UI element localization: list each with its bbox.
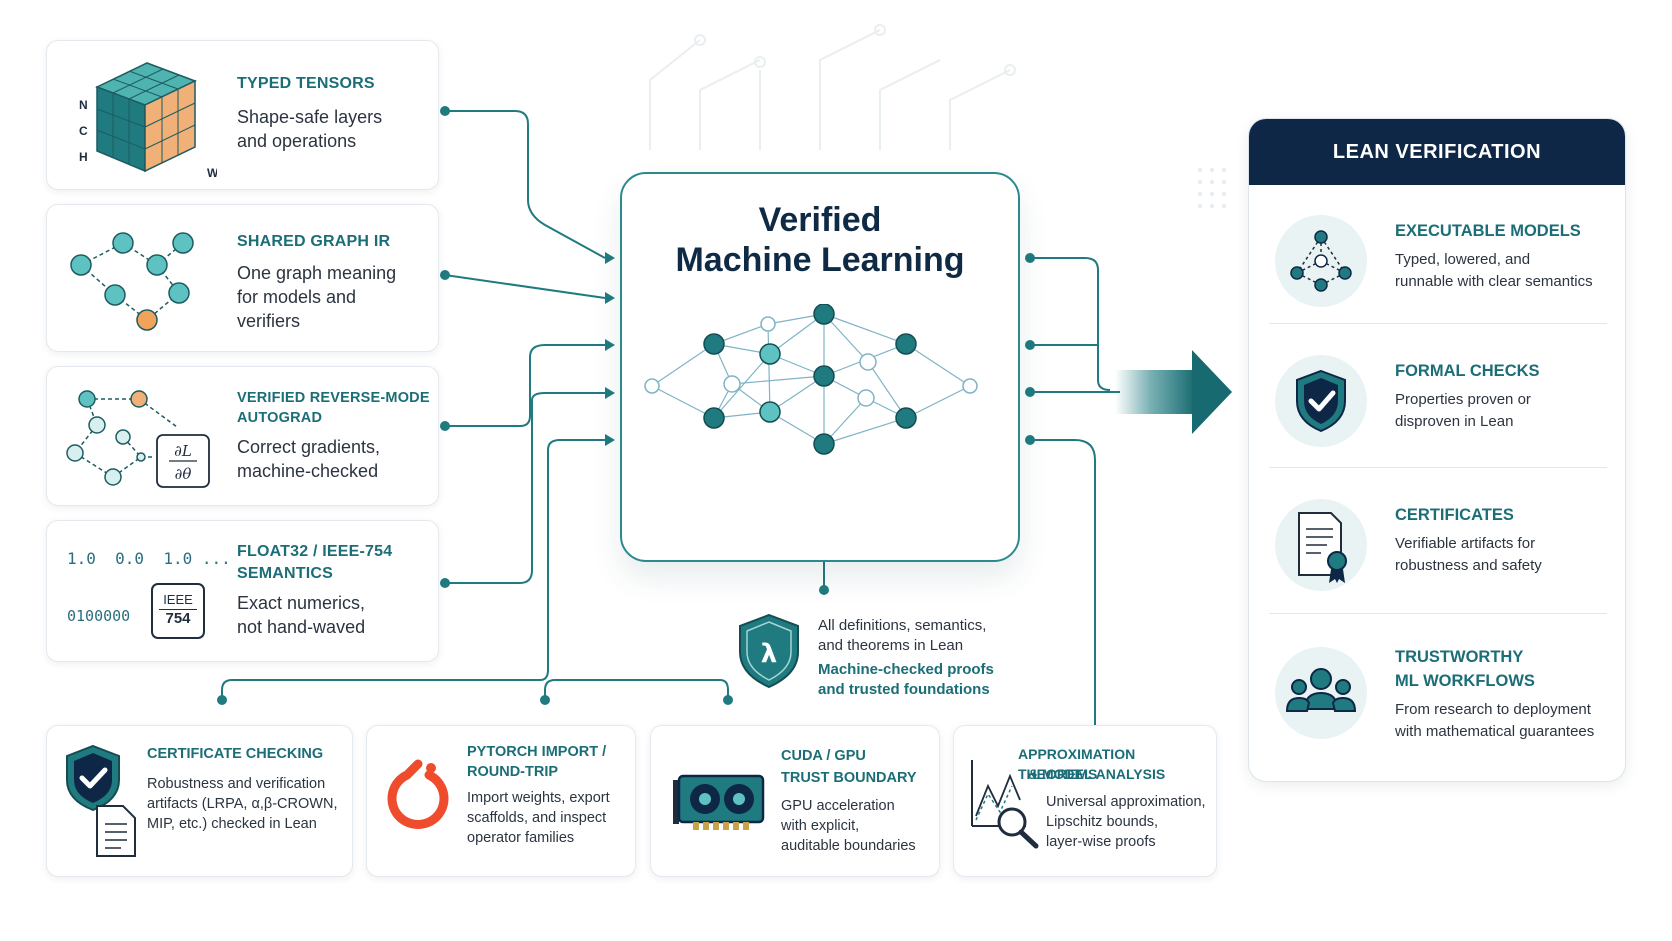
card-typed-tensors: N C H W TYPED TENSORS Shape-safe layers … bbox=[46, 40, 439, 190]
panel-divider bbox=[1269, 467, 1607, 468]
card-desc-line: machine-checked bbox=[237, 461, 379, 481]
panel-item-desc: robustness and safety bbox=[1395, 557, 1542, 574]
lambda-symbol: λ bbox=[761, 639, 777, 669]
card-title: CERTIFICATE CHECKING bbox=[147, 746, 324, 762]
axis-c-label: C bbox=[79, 124, 88, 138]
panel-item-icon-bg bbox=[1275, 355, 1367, 447]
card-desc-line: Exact numerics, bbox=[237, 593, 366, 613]
grad-numerator: ∂L bbox=[174, 442, 192, 460]
hub-title-line: Machine Learning bbox=[675, 241, 965, 279]
panel-item-title: ML WORKFLOWS bbox=[1395, 672, 1535, 690]
graph-ir-icon bbox=[70, 232, 194, 331]
card-cuda-gpu: CUDA / GPU TRUST BOUNDARY GPU accelerati… bbox=[650, 725, 940, 877]
panel-item-desc: with mathematical guarantees bbox=[1395, 723, 1595, 740]
card-desc-line: artifacts (LRPA, α,β-CROWN, bbox=[147, 796, 338, 812]
panel-item-title: CERTIFICATES bbox=[1395, 506, 1514, 524]
lean-verification-panel: LEAN VERIFICATION EXECUTABLE MODELS Type… bbox=[1248, 118, 1626, 782]
lean-note-line: All definitions, semantics, bbox=[818, 617, 987, 634]
card-desc-line: Universal approximation, bbox=[1046, 794, 1206, 810]
card-desc-line: operator families bbox=[467, 830, 575, 846]
card-title: PYTORCH IMPORT / bbox=[467, 744, 607, 760]
card-certificate-checking: CERTIFICATE CHECKING Robustness and veri… bbox=[46, 725, 353, 877]
card-desc-line: GPU acceleration bbox=[781, 798, 895, 814]
card-desc-line: Robustness and verification bbox=[147, 776, 326, 792]
panel-item-icon-bg bbox=[1275, 499, 1367, 591]
card-desc-line: Import weights, export bbox=[467, 790, 610, 806]
shield-document-icon bbox=[66, 744, 136, 857]
certificate-icon bbox=[1298, 512, 1347, 583]
ieee-badge-bottom: 754 bbox=[159, 609, 197, 628]
lean-note-highlight: and trusted foundations bbox=[818, 681, 990, 698]
float-bits-row: 1.0 0.0 1.0 ... bbox=[67, 549, 231, 568]
card-title: ROUND-TRIP bbox=[467, 764, 559, 780]
people-group-icon bbox=[1285, 668, 1357, 712]
panel-item-desc: disproven in Lean bbox=[1395, 413, 1514, 430]
neural-network-icon bbox=[644, 304, 978, 455]
chart-magnifier-icon bbox=[971, 760, 1039, 849]
card-desc-line: for models and bbox=[237, 287, 357, 307]
card-desc-line: scaffolds, and inspect bbox=[467, 810, 607, 826]
panel-item-icon-bg bbox=[1275, 647, 1367, 739]
panel-item-desc: runnable with clear semantics bbox=[1395, 273, 1593, 290]
pytorch-flame-icon bbox=[387, 759, 449, 830]
lean-note-line: and theorems in Lean bbox=[818, 637, 964, 654]
card-desc-line: not hand-waved bbox=[237, 617, 366, 637]
card-desc-line: verifiers bbox=[237, 311, 301, 331]
card-float32-semantics: 1.0 0.0 1.0 ... 0100000 IEEE 754 FLOAT32… bbox=[46, 520, 439, 662]
hub-title-line: Verified bbox=[758, 201, 882, 239]
card-title: SHARED GRAPH IR bbox=[237, 233, 391, 250]
shield-check-icon bbox=[1296, 369, 1346, 433]
card-title: & MODEL ANALYSIS bbox=[1028, 766, 1166, 782]
card-approximation-theorems: APPROXIMATION THEOREMS & MODEL ANALYSIS … bbox=[953, 725, 1217, 877]
card-title: SEMANTICS bbox=[237, 565, 334, 582]
panel-divider bbox=[1269, 323, 1607, 324]
panel-item-desc: From research to deployment bbox=[1395, 701, 1591, 718]
panel-header: LEAN VERIFICATION bbox=[1249, 119, 1625, 185]
card-desc-line: Shape-safe layers bbox=[237, 107, 383, 127]
panel-item-title: EXECUTABLE MODELS bbox=[1395, 222, 1581, 240]
card-desc-line: One graph meaning bbox=[237, 263, 397, 283]
card-title: VERIFIED REVERSE-MODE bbox=[237, 390, 430, 406]
ieee-754-badge: IEEE 754 bbox=[151, 583, 205, 639]
panel-item-title: TRUSTWORTHY bbox=[1395, 648, 1524, 666]
card-title: APPROXIMATION THEOREMS bbox=[1018, 746, 1136, 782]
float-binary-row: 0100000 bbox=[67, 607, 131, 625]
card-desc-line: layer-wise proofs bbox=[1046, 834, 1156, 850]
axis-w-label: W bbox=[207, 166, 217, 179]
panel-item-desc: Typed, lowered, and bbox=[1395, 251, 1531, 268]
card-desc-line: Correct gradients, bbox=[237, 437, 381, 457]
gpu-card-icon bbox=[673, 774, 765, 830]
card-title: TRUST BOUNDARY bbox=[781, 770, 917, 786]
card-title: FLOAT32 / IEEE-754 bbox=[237, 543, 393, 560]
autograd-graph-icon: ∂L ∂θ bbox=[66, 390, 210, 488]
graph-nodes-icon bbox=[1290, 230, 1352, 292]
card-desc-line: Lipschitz bounds, bbox=[1046, 814, 1159, 830]
verified-ml-hub: Verified Machine Learning bbox=[620, 172, 1020, 562]
card-shared-graph-ir: SHARED GRAPH IR One graph meaning for mo… bbox=[46, 204, 439, 352]
panel-item-icon-bg bbox=[1275, 215, 1367, 307]
axis-h-label: H bbox=[79, 150, 88, 164]
card-verified-autograd: ∂L ∂θ VERIFIED REVERSE-MODE AUTOGRAD Cor… bbox=[46, 366, 439, 506]
card-desc-line: MIP, etc.) checked in Lean bbox=[147, 816, 317, 832]
panel-item-desc: Properties proven or bbox=[1395, 391, 1531, 408]
axis-n-label: N bbox=[79, 98, 88, 112]
ieee-badge-top: IEEE bbox=[163, 592, 193, 607]
panel-item-desc: Verifiable artifacts for bbox=[1395, 535, 1536, 552]
lean-lambda-shield-icon: λ bbox=[739, 613, 799, 689]
card-title: AUTOGRAD bbox=[237, 410, 323, 426]
lean-note-highlight: Machine-checked proofs bbox=[818, 661, 994, 678]
grad-denominator: ∂θ bbox=[175, 465, 192, 483]
card-title: CUDA / GPU bbox=[781, 748, 866, 764]
card-desc-line: and operations bbox=[237, 131, 357, 151]
card-title: TYPED TENSORS bbox=[237, 75, 375, 92]
panel-item-title: FORMAL CHECKS bbox=[1395, 362, 1540, 380]
panel-divider bbox=[1269, 613, 1607, 614]
card-pytorch-import: PYTORCH IMPORT / ROUND-TRIP Import weigh… bbox=[366, 725, 636, 877]
tensor-cube-icon: N C H W bbox=[79, 62, 217, 179]
card-desc-line: with explicit, bbox=[781, 818, 860, 834]
card-desc-line: auditable boundaries bbox=[781, 838, 916, 854]
